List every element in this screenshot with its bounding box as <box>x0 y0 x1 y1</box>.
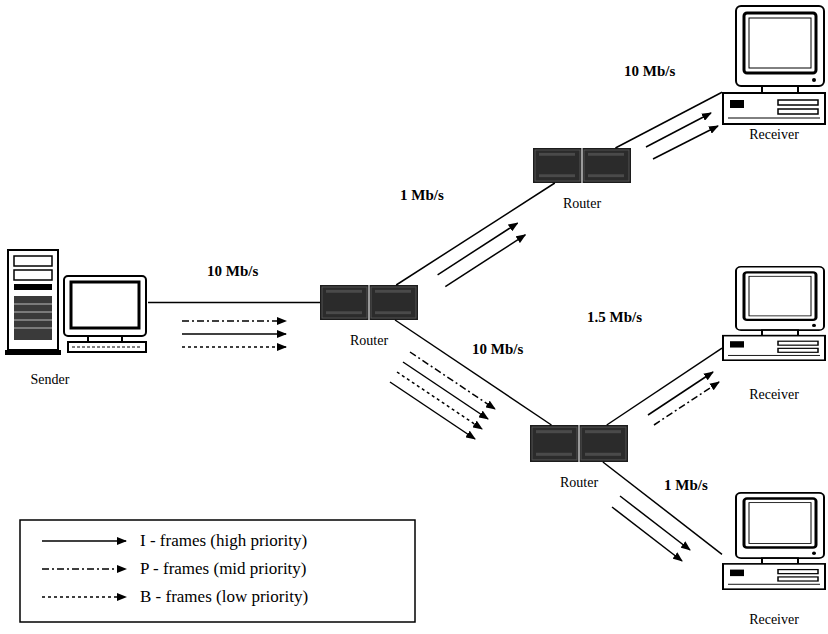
keyboard <box>68 342 146 352</box>
legend-sample-dashed <box>42 596 126 598</box>
grille-line <box>14 304 52 305</box>
drive-bay <box>14 284 52 290</box>
receiver-computer <box>723 267 825 360</box>
link-label-holder: 1 Mb/s <box>662 476 710 494</box>
router-icon <box>530 425 628 462</box>
legend-text: P - frames (mid priority) <box>140 559 307 578</box>
receiver-computer <box>723 493 825 589</box>
bandwidth-label: 10 Mb/s <box>622 62 677 80</box>
legend-entry: B - frames (low priority) <box>140 583 308 611</box>
legend-samples <box>42 541 126 597</box>
legend-entry: I - frames (high priority) <box>140 527 308 555</box>
link-label-holder: 10 Mb/s <box>470 340 525 358</box>
i-frame-arrow <box>438 223 518 275</box>
router-icon <box>320 285 418 320</box>
monitor-case <box>64 276 146 336</box>
i-frame-arrow <box>445 235 525 287</box>
legend-sample-solid <box>42 540 126 542</box>
p-frame-arrow <box>410 352 495 409</box>
bandwidth-label: 10 Mb/s <box>205 262 260 280</box>
drive-bay <box>14 270 52 280</box>
network-link <box>603 462 722 554</box>
router-node: Router <box>530 425 628 462</box>
i-frame-arrow <box>648 372 713 415</box>
b-frame-arrow <box>182 346 286 348</box>
node-label: Router <box>530 475 628 491</box>
i-frame-arrow <box>182 333 286 335</box>
grille-line <box>14 312 52 313</box>
link-label-holder: 10 Mb/s <box>205 262 260 280</box>
link-label-holder: 1.5 Mb/s <box>585 308 644 326</box>
i-frame-arrow <box>403 362 488 419</box>
legend-sample-dashdot <box>42 568 126 570</box>
receiver-node: Receiver <box>722 492 826 590</box>
bandwidth-label: 1 Mb/s <box>662 476 710 494</box>
bandwidth-label: 1.5 Mb/s <box>585 308 644 326</box>
sender-node: Sender <box>5 248 148 355</box>
grille-line <box>14 320 52 321</box>
p-frame-arrow <box>182 320 286 322</box>
legend: I - frames (high priority) P - frames (mi… <box>140 527 308 611</box>
b-frame-arrow <box>397 372 482 429</box>
router-node: Router <box>533 148 631 183</box>
router-icon <box>533 148 631 183</box>
network-link <box>148 302 320 304</box>
keyboard-keys <box>72 347 142 348</box>
node-label: Receiver <box>722 612 826 628</box>
i-frame-arrow <box>653 126 718 159</box>
i-frame-arrow <box>390 382 475 439</box>
bandwidth-label: 10 Mb/s <box>470 340 525 358</box>
sender-computer <box>5 250 146 355</box>
grille-line <box>14 328 52 329</box>
bandwidth-label: 1 Mb/s <box>398 186 446 204</box>
tower-grille <box>14 296 52 340</box>
node-label: Router <box>533 196 631 212</box>
router-node: Router <box>320 285 418 320</box>
node-label: Router <box>320 333 418 349</box>
i-frame-arrow <box>620 496 690 550</box>
p-frame-arrow <box>654 382 719 425</box>
network-link <box>607 348 722 425</box>
node-label: Receiver <box>722 127 826 143</box>
legend-box <box>20 520 415 622</box>
node-label: Receiver <box>722 387 826 403</box>
receiver-computer <box>723 6 825 124</box>
monitor-screen <box>71 282 139 328</box>
tower-base <box>5 350 61 355</box>
frame-flow-arrows <box>182 113 719 561</box>
drive-bay <box>14 256 52 266</box>
legend-text: I - frames (high priority) <box>140 531 307 550</box>
link-label-holder: 1 Mb/s <box>398 186 446 204</box>
legend-text: B - frames (low priority) <box>140 587 308 606</box>
link-label-holder: 10 Mb/s <box>622 62 677 80</box>
receiver-node: Receiver <box>722 5 826 125</box>
i-frame-arrow <box>646 113 711 147</box>
legend-entry: P - frames (mid priority) <box>140 555 308 583</box>
receiver-node: Receiver <box>722 266 826 361</box>
network-link <box>396 183 555 285</box>
tower-case <box>8 250 58 350</box>
network-link <box>615 92 722 148</box>
network-link <box>395 320 551 425</box>
node-label: Sender <box>0 372 122 388</box>
